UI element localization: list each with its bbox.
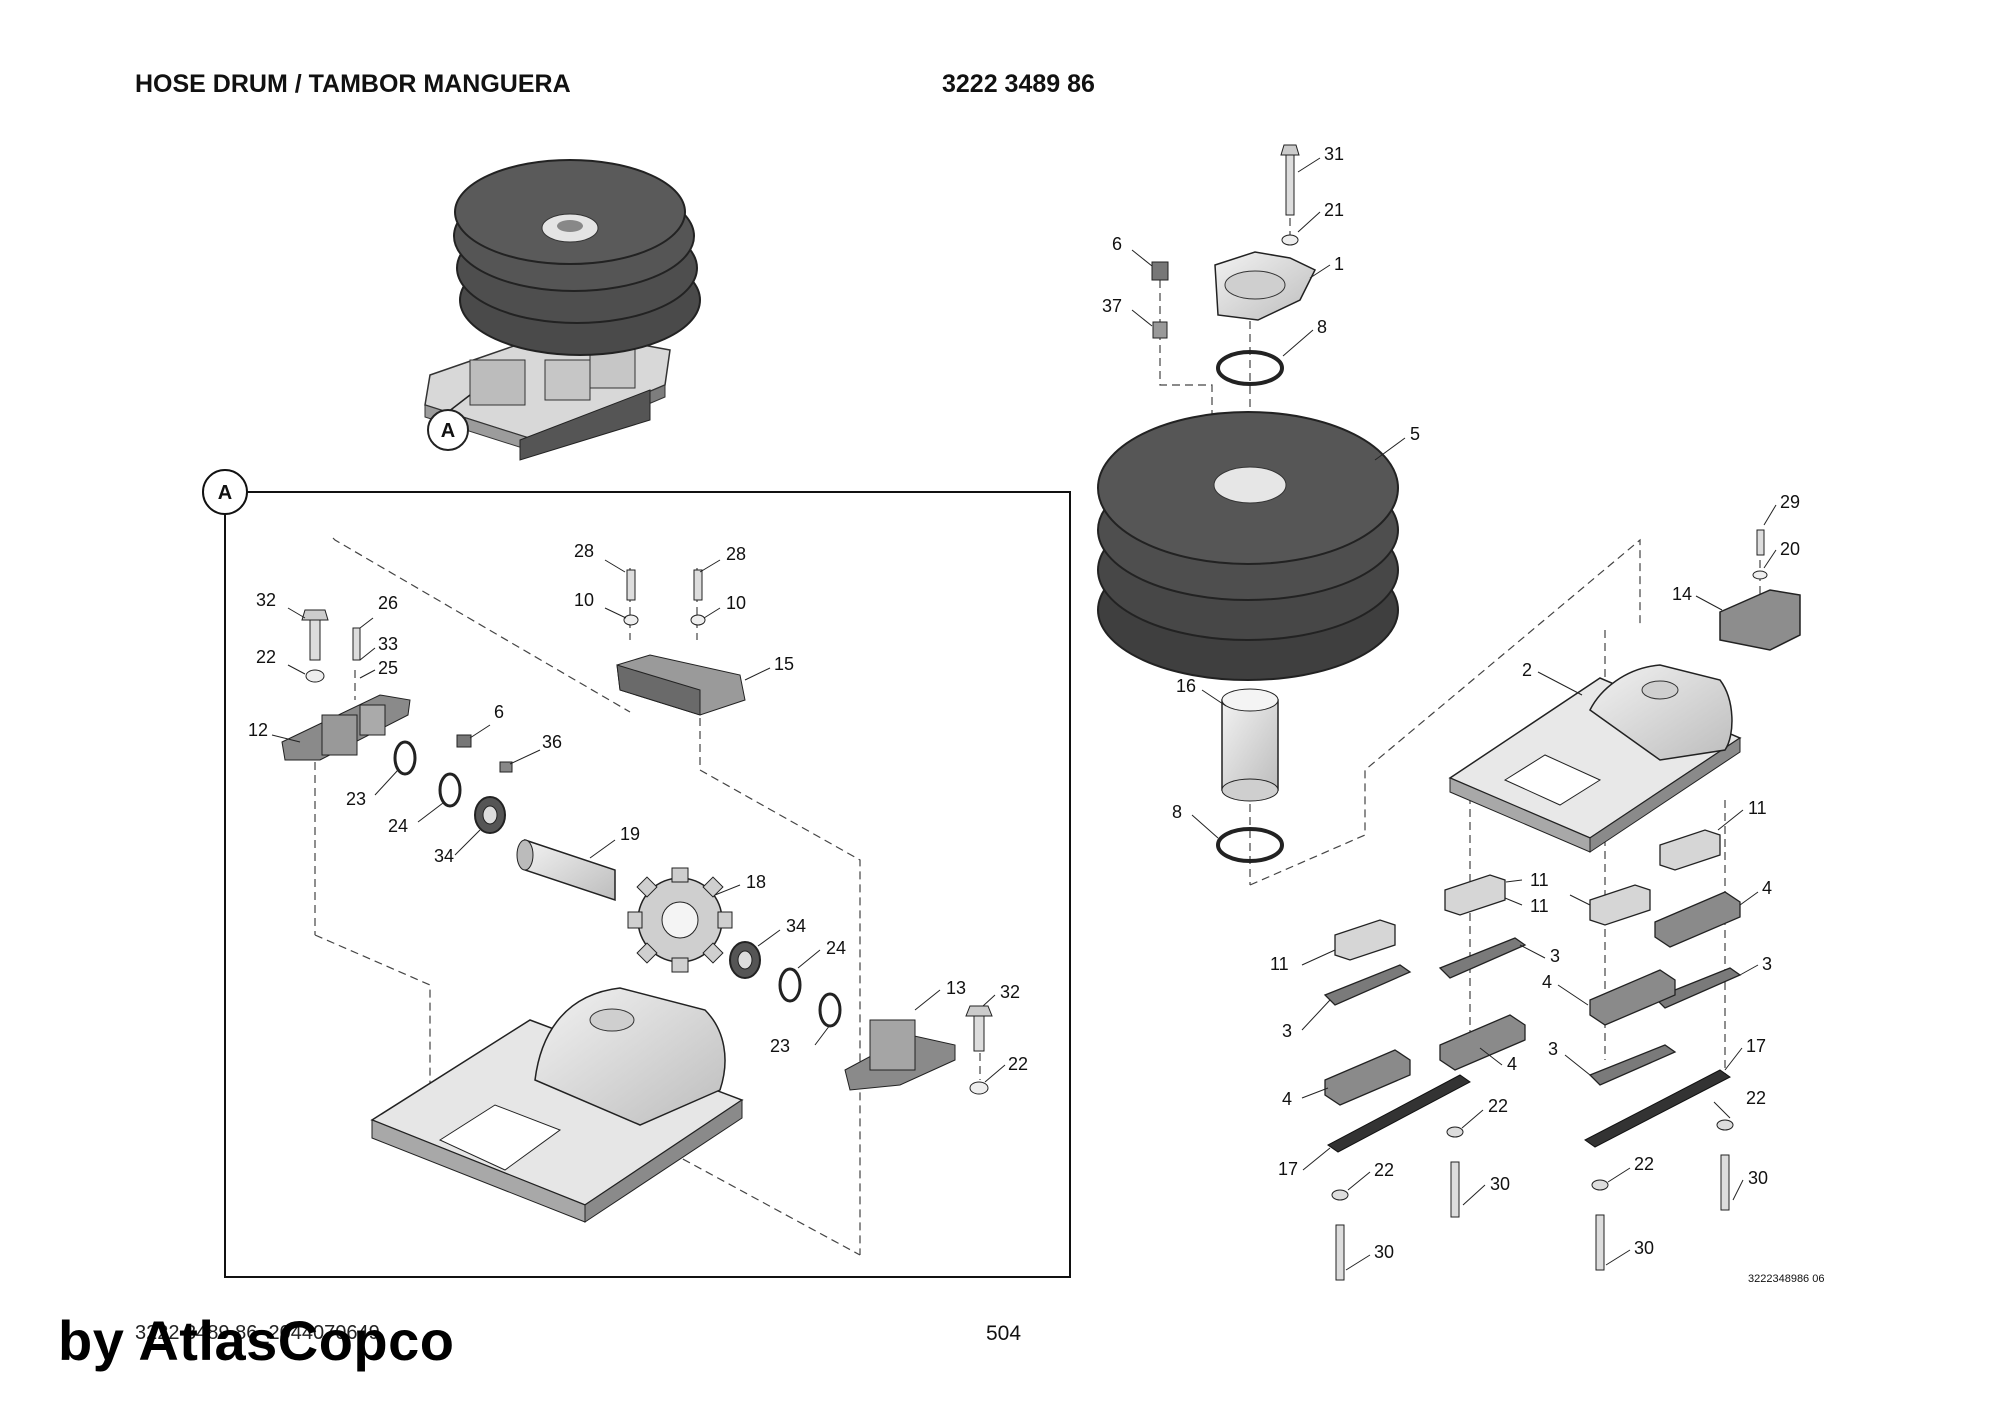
- callout-14: 14: [1672, 584, 1692, 604]
- detail-callout-24-a: 24: [388, 816, 408, 836]
- detail-callouts: 28 28 10 10 15 32 26 33 22 25 12 6 36 23…: [248, 541, 1028, 1074]
- callout-11-a: 11: [1748, 798, 1767, 818]
- callout-4-a: 4: [1762, 878, 1772, 898]
- callout-37: 37: [1102, 296, 1122, 316]
- callout-3-a: 3: [1550, 946, 1560, 966]
- callout-6: 6: [1112, 234, 1122, 254]
- callout-5: 5: [1410, 424, 1420, 444]
- detail-callout-25: 25: [378, 658, 398, 678]
- callout-22-c: 22: [1374, 1160, 1394, 1180]
- detail-callout-32-b: 32: [1000, 982, 1020, 1002]
- callout-4-c: 4: [1507, 1054, 1517, 1074]
- page-number: 504: [986, 1322, 1022, 1345]
- detail-callout-12: 12: [248, 720, 268, 740]
- callout-2: 2: [1522, 660, 1532, 680]
- detail-callout-32-a: 32: [256, 590, 276, 610]
- detail-callout-28-a: 28: [574, 541, 594, 561]
- detail-callout-34-b: 34: [786, 916, 806, 936]
- callout-30-b: 30: [1748, 1168, 1768, 1188]
- callout-11-b: 11: [1530, 870, 1549, 890]
- detail-a-parts: [281, 569, 993, 1223]
- detail-callout-6: 6: [494, 702, 504, 722]
- drawing-reference: 3222348986 06: [1748, 1273, 1824, 1285]
- detail-callout-10-b: 10: [726, 593, 746, 613]
- overview-assembly: A: [424, 159, 701, 461]
- right-leader-lines: [1131, 157, 1777, 1271]
- callout-4-d: 4: [1282, 1089, 1292, 1109]
- callout-30-d: 30: [1634, 1238, 1654, 1258]
- right-assembly-parts: [1097, 144, 1801, 1281]
- detail-callout-10-a: 10: [574, 590, 594, 610]
- callout-8-bottom: 8: [1172, 802, 1182, 822]
- callout-20: 20: [1780, 539, 1800, 559]
- detail-a-frame: A: [202, 469, 1071, 1278]
- detail-callout-26: 26: [378, 593, 398, 613]
- callout-3-c: 3: [1282, 1021, 1292, 1041]
- callout-22-b: 22: [1746, 1088, 1766, 1108]
- detail-callout-34-a: 34: [434, 846, 454, 866]
- detail-callout-22-b: 22: [1008, 1054, 1028, 1074]
- detail-callout-23-a: 23: [346, 789, 366, 809]
- page-title: HOSE DRUM / TAMBOR MANGUERA: [135, 70, 571, 98]
- callout-21: 21: [1324, 200, 1344, 220]
- part-number: 3222 3489 86: [942, 70, 1095, 98]
- callout-22-d: 22: [1634, 1154, 1654, 1174]
- callout-11-c: 11: [1530, 896, 1549, 916]
- watermark: by AtlasCopco: [58, 1309, 455, 1372]
- detail-callout-28-b: 28: [726, 544, 746, 564]
- callout-17-a: 17: [1746, 1036, 1766, 1056]
- detail-callout-36: 36: [542, 732, 562, 752]
- right-callouts: 31 21 6 1 37 8 5 29 20 14 2 16 8 11 11 1…: [1102, 144, 1800, 1262]
- callout-3-b: 3: [1762, 954, 1772, 974]
- callout-29: 29: [1780, 492, 1800, 512]
- callout-22-a: 22: [1488, 1096, 1508, 1116]
- callout-3-d: 3: [1548, 1039, 1558, 1059]
- detail-callout-22-a: 22: [256, 647, 276, 667]
- detail-callout-18: 18: [746, 872, 766, 892]
- detail-frame-label: A: [218, 482, 232, 504]
- callout-1: 1: [1334, 254, 1344, 274]
- callout-4-b: 4: [1542, 972, 1552, 992]
- callout-31: 31: [1324, 144, 1344, 164]
- detail-callout-33: 33: [378, 634, 398, 654]
- callout-17-b: 17: [1278, 1159, 1298, 1179]
- callout-8-top: 8: [1317, 317, 1327, 337]
- detail-leader-lines: [271, 559, 1006, 1083]
- overview-detail-label: A: [441, 420, 455, 442]
- callout-30-c: 30: [1374, 1242, 1394, 1262]
- callout-16: 16: [1176, 676, 1196, 696]
- detail-callout-19: 19: [620, 824, 640, 844]
- detail-callout-23-b: 23: [770, 1036, 790, 1056]
- detail-callout-13: 13: [946, 978, 966, 998]
- callout-30-a: 30: [1490, 1174, 1510, 1194]
- callout-11-d: 11: [1270, 954, 1289, 974]
- detail-callout-15: 15: [774, 654, 794, 674]
- footer-document-id: 3222 3489 86_2044070649: [135, 1322, 380, 1344]
- detail-callout-24-b: 24: [826, 938, 846, 958]
